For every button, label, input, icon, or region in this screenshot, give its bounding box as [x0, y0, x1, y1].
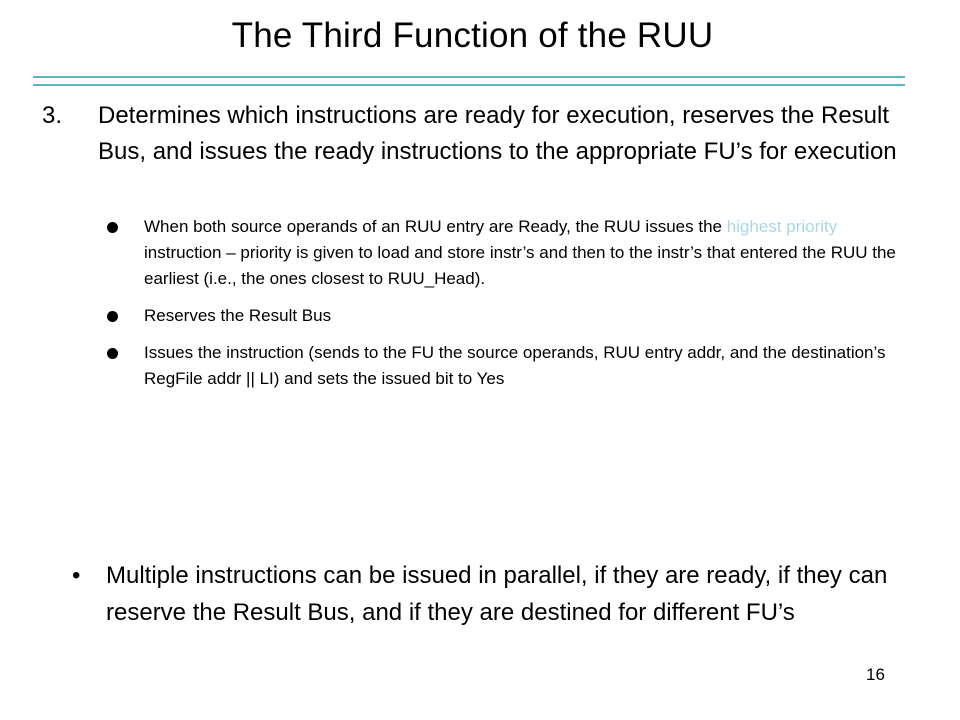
sub-point-1: When both source operands of an RUU entr…: [100, 214, 905, 292]
sub-point-text: Reserves the Result Bus: [144, 306, 332, 325]
bottom-point-text: Multiple instructions can be issued in p…: [106, 562, 888, 626]
main-point-row: 3. Determines which instructions are rea…: [42, 98, 922, 170]
sub-point-text: Issues the instruction (sends to the FU …: [144, 343, 886, 388]
sub-point-2: Reserves the Result Bus: [100, 303, 905, 329]
main-point-number: 3.: [42, 102, 63, 129]
sub-point-list: When both source operands of an RUU entr…: [100, 214, 905, 403]
bottom-point: • Multiple instructions can be issued in…: [72, 557, 912, 631]
sub-point-text: When both source operands of an RUU entr…: [144, 214, 905, 292]
bullet-dot-icon: [100, 303, 144, 329]
main-point-text: Determines which instructions are ready …: [98, 102, 897, 165]
slide-title: The Third Function of the RUU: [231, 16, 714, 55]
main-point: 3. Determines which instructions are rea…: [42, 98, 922, 170]
bottom-bullet: •: [72, 562, 81, 589]
highlight-text: highest priority: [726, 217, 838, 236]
page-number: 16: [866, 665, 885, 684]
sub-point-text-before: When both source operands of an RUU entr…: [144, 217, 727, 236]
sub-point-3: Issues the instruction (sends to the FU …: [100, 340, 905, 392]
title-divider-bottom: [33, 84, 905, 86]
title-divider-top: [33, 76, 905, 78]
bullet-dot-icon: [100, 340, 144, 392]
bullet-dot-icon: [100, 214, 144, 292]
sub-point-text-after: instruction – priority is given to load …: [144, 243, 896, 288]
